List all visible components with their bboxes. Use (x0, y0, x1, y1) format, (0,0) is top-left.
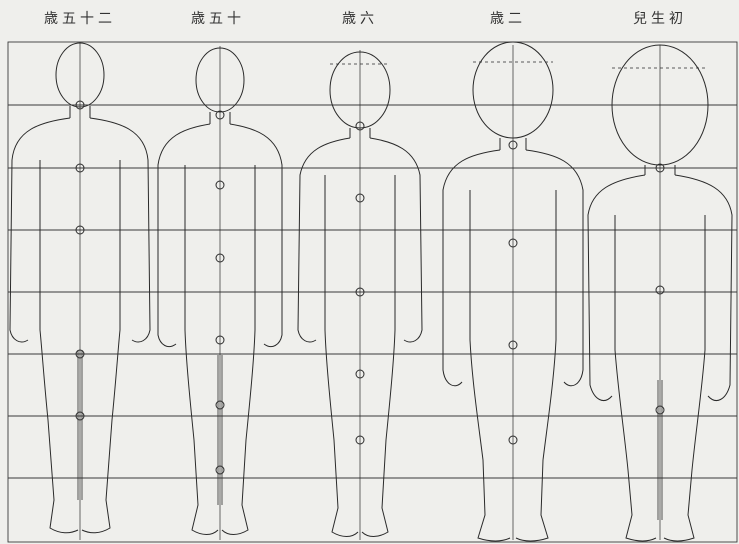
figure-age-6 (298, 50, 422, 540)
figure-newborn (588, 45, 732, 541)
figure-age-15 (158, 46, 282, 540)
figure-age-2 (443, 42, 583, 541)
figure-age-25 (10, 42, 150, 540)
